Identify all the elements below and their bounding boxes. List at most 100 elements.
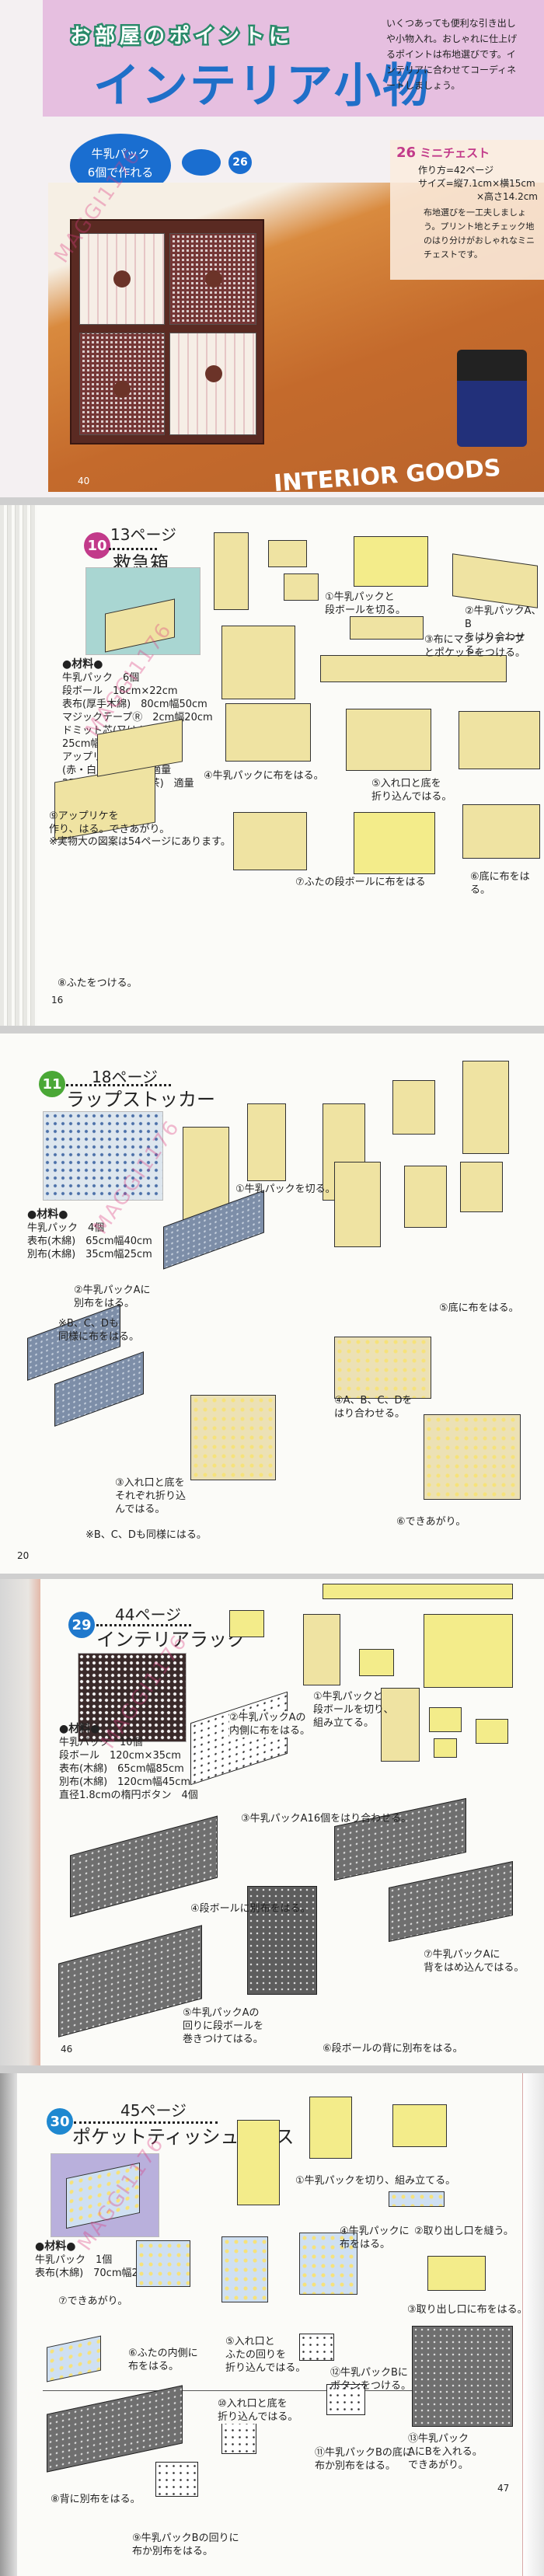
step-caption: ⑦できあがり。 <box>58 2295 128 2307</box>
page-interior-goods-intro: お部屋のポイントに インテリア小物 いくつあっても便利な引き出しや小物入れ。おし… <box>0 0 544 497</box>
intro-text: いくつあっても便利な引き出しや小物入れ。おしゃれに仕上げるポイントは布地選びです… <box>386 18 518 91</box>
drawer-knob <box>205 270 222 288</box>
cut-piece-c <box>392 1080 435 1135</box>
size-line2: ×高さ14.2cm <box>476 191 538 202</box>
cardboard-back <box>424 1614 513 1688</box>
long-fabric-strip <box>320 655 507 682</box>
step-caption: ②牛乳パックA、B をはり合わせる。 <box>465 605 542 657</box>
joined-abcd <box>190 1395 276 1480</box>
step-caption: ②牛乳パックAに 別布をはる。 <box>74 1285 151 1309</box>
step-caption: ⑧ふたをつける。 <box>58 978 138 989</box>
section-number: 11 <box>39 1071 65 1097</box>
page-reference: 13ページ <box>110 525 177 544</box>
page-reference: 18ページ <box>92 1068 159 1086</box>
material-item: 段ボール 120cm×35cm <box>59 1750 181 1762</box>
material-item: 表布(木綿) 70cm幅25cm <box>35 2268 160 2279</box>
step-caption: ①牛乳パックを切る。 <box>235 1183 336 1195</box>
drawer-knob <box>113 381 131 398</box>
materials-heading: ●材料● <box>27 1208 68 1221</box>
page-pocket-tissue-case: 30 45ページ ポケットティッシュケース ●材料● 牛乳パック 1個 表布(木… <box>0 2073 544 2576</box>
step-caption: ②牛乳パックAの 内側に布をはる。 <box>229 1711 311 1738</box>
page-number: 46 <box>61 2044 73 2055</box>
lid-cardboard-step7 <box>354 812 435 874</box>
step-caption: ⑤入れ口と底を 折り込んではる。 <box>371 778 452 803</box>
material-item: 表布(木綿) 65cm幅40cm <box>27 1236 152 1247</box>
item-number: 26 <box>396 145 417 161</box>
pocket-fabric <box>350 616 424 640</box>
step-caption: ⑨牛乳パックBの回りに 布か別布をはる。 <box>132 2532 239 2557</box>
size-line1: サイズ=縦7.1cm×横15cm <box>418 178 535 189</box>
step-caption: ④段ボールに別布をはる。 <box>190 1903 311 1915</box>
step-caption: ④A、B、C、Dを はり合わせる。 <box>334 1395 413 1420</box>
assembled-boxes <box>452 553 538 608</box>
milk-carton-b-source <box>381 1688 420 1762</box>
headline-sub: お部屋のポイントに <box>68 23 295 51</box>
how-to-page: 作り方=42ページ <box>418 165 494 176</box>
material-item: 別布(木綿) 35cm幅25cm <box>27 1249 152 1260</box>
step-caption: ⑤牛乳パックAの 回りに段ボールを 巻きつけてはる。 <box>183 2007 264 2045</box>
badge-oval <box>182 149 221 176</box>
dotted-rule <box>109 548 157 550</box>
cut-piece-a <box>247 1103 286 1181</box>
page-first-aid-box: 10 13ページ 救急箱 ●材料● 牛乳パック 6個 段ボール 18cm×22c… <box>0 505 544 1026</box>
cut-box-b <box>284 573 319 601</box>
page-edge <box>0 1579 40 2065</box>
section-number: 30 <box>47 2108 73 2135</box>
badge-line1: 牛乳パック <box>91 147 150 161</box>
materials-heading: ●材料● <box>35 2240 76 2253</box>
assembled-carton <box>392 2104 447 2147</box>
cardboard-strip <box>323 1584 513 1599</box>
back-with-fabric <box>247 1886 317 1995</box>
rack-frame-with-cubes <box>58 1925 202 2037</box>
material-item: 表布(木綿) 65cm幅85cm <box>59 1763 184 1775</box>
material-item: 別布(木綿) 120cm幅45cm <box>59 1776 191 1788</box>
project-photo <box>43 1111 163 1201</box>
cube-b-button <box>299 2334 334 2361</box>
material-item: 牛乳パック 6個 <box>62 672 140 684</box>
project-title: ラップストッカー <box>66 1089 215 1110</box>
page-reference: 44ページ <box>115 1605 182 1624</box>
section-divider <box>43 2390 509 2391</box>
step-caption: ③取り出し口に布をはる。 <box>407 2304 528 2316</box>
materials-list: ●材料● 牛乳パック 4個 表布(木綿) 65cm幅40cm 別布(木綿) 35… <box>27 1208 152 1261</box>
section-number: 29 <box>68 1612 95 1638</box>
step-caption: ⑥できあがり。 <box>396 1516 466 1528</box>
cube-b-folded <box>221 2419 256 2454</box>
item-note: 布地選びを一工夫しましょう。プリント地とチェック地のはり分けがおしゃれなミニチェ… <box>424 207 535 260</box>
step-caption: ⑦牛乳パックAに 背をはめ込んではる。 <box>424 1949 525 1974</box>
cube-b-fabric <box>155 2462 198 2497</box>
badge-line2: 6個で作れる <box>87 166 154 180</box>
lid-cardboard <box>354 536 428 587</box>
page-number: 47 <box>497 2483 510 2494</box>
lid-inside-step7 <box>233 812 307 870</box>
carton-fabric-step5 <box>221 2236 268 2302</box>
step-caption: ①牛乳パックを切り、組み立てる。 <box>295 2175 456 2187</box>
cut-open-carton <box>309 2097 352 2159</box>
cube-a-top <box>229 1610 264 1637</box>
note: ※B、C、Dも同様にはる。 <box>85 1529 207 1541</box>
material-item: 段ボール 18cm×22cm <box>62 685 178 697</box>
page-binding <box>0 505 37 1026</box>
material-item: 表布(厚手木綿) 80cm幅50cm <box>62 699 207 710</box>
step-caption: ⑬牛乳パック AにBを入れる。 できあがり。 <box>408 2433 483 2471</box>
cube-a <box>359 1649 394 1676</box>
step-caption: ①牛乳パックと 段ボールを切り、 組み立てる。 <box>313 1691 394 1729</box>
drawer-knob <box>113 270 131 288</box>
pink-header-band <box>43 0 544 117</box>
step-caption: ⑦ふたの段ボールに布をはる <box>295 877 426 888</box>
badge-number: 26 <box>228 151 252 174</box>
step-caption: ④牛乳パックに布をはる。 <box>204 770 324 782</box>
opening-fabric <box>389 2191 445 2207</box>
step-caption: ⑤底に布をはる。 <box>439 1302 519 1314</box>
milk-carton-illustration <box>237 2120 280 2205</box>
page-reference: 45ページ <box>120 2101 187 2120</box>
pattern-note: ※実物大の図案は54ページにあります。 <box>49 836 231 848</box>
step-caption: ⑨アップリケを 作り、はる。できあがり。 <box>49 810 170 835</box>
box-fabric-step6b <box>462 804 540 859</box>
step-caption: ⑥底に布をはる。 <box>470 871 530 896</box>
item-name: ミニチェスト <box>420 146 490 160</box>
project-photo <box>78 1653 187 1742</box>
headline-main: インテリア小物 <box>93 59 431 113</box>
lid-inside-fabric <box>221 626 295 699</box>
section-number: 10 <box>84 532 110 559</box>
